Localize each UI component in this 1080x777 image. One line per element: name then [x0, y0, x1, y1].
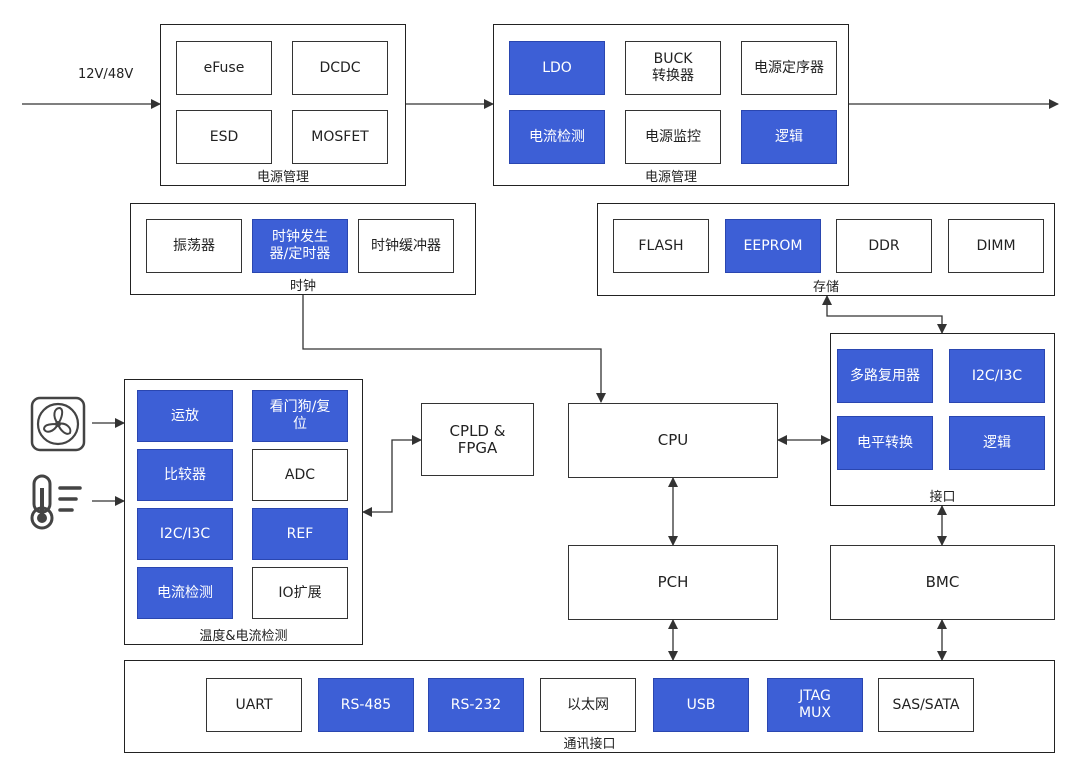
level-shifter-block: 电平转换: [837, 416, 933, 470]
rs485-block: RS-485: [318, 678, 414, 732]
io-expander-block: IO扩展: [252, 567, 348, 619]
group-label: 温度&电流检测: [199, 629, 288, 644]
ethernet-block: 以太网: [540, 678, 636, 732]
clock-to-cpu-arrow: [302, 295, 606, 403]
eeprom-block: EEPROM: [725, 219, 821, 273]
thermometer-icon: [28, 474, 90, 530]
dimm-block: DIMM: [948, 219, 1044, 273]
dcdc-block: DCDC: [292, 41, 388, 95]
group-label: 存储: [812, 280, 839, 295]
oscillator-block: 振荡器: [146, 219, 242, 273]
watchdog-reset-block: 看门狗/复 位: [252, 390, 348, 442]
i2c-i3c-sensor-block: I2C/I3C: [137, 508, 233, 560]
multiplexer-block: 多路复用器: [837, 349, 933, 403]
clock-generator-block: 时钟发生 器/定时器: [252, 219, 348, 273]
esd-block: ESD: [176, 110, 272, 164]
group-label: 电源管理: [256, 170, 309, 185]
clock-buffer-block: 时钟缓冲器: [358, 219, 454, 273]
current-sense-block: 电流检测: [509, 110, 605, 164]
opamp-block: 运放: [137, 390, 233, 442]
cpu-block: CPU: [568, 403, 778, 478]
input-voltage-label: 12V/48V: [78, 67, 134, 82]
adc-block: ADC: [252, 449, 348, 501]
mosfet-block: MOSFET: [292, 110, 388, 164]
usb-block: USB: [653, 678, 749, 732]
jtag-mux-block: JTAG MUX: [767, 678, 863, 732]
power-monitor-block: 电源监控: [625, 110, 721, 164]
current-detect-block: 电流检测: [137, 567, 233, 619]
ref-block: REF: [252, 508, 348, 560]
flash-block: FLASH: [613, 219, 709, 273]
efuse-block: eFuse: [176, 41, 272, 95]
power-sequencer-block: 电源定序器: [741, 41, 837, 95]
storage-interface-link: [822, 295, 947, 334]
ddr-block: DDR: [836, 219, 932, 273]
pch-block: PCH: [568, 545, 778, 620]
group-label: 接口: [929, 490, 956, 505]
interface-logic-block: 逻辑: [949, 416, 1045, 470]
logic-block: 逻辑: [741, 110, 837, 164]
cpld-fpga-block: CPLD & FPGA: [421, 403, 534, 476]
comparator-block: 比较器: [137, 449, 233, 501]
bmc-block: BMC: [830, 545, 1055, 620]
ldo-block: LDO: [509, 41, 605, 95]
group-label: 电源管理: [644, 170, 697, 185]
buck-converter-block: BUCK 转换器: [625, 41, 721, 95]
i2c-i3c-interface-block: I2C/I3C: [949, 349, 1045, 403]
sas-sata-block: SAS/SATA: [878, 678, 974, 732]
uart-block: UART: [206, 678, 302, 732]
group-label: 通讯接口: [563, 737, 616, 752]
temp-cpld-link: [362, 435, 422, 517]
rs232-block: RS-232: [428, 678, 524, 732]
group-label: 时钟: [289, 279, 316, 294]
fan-icon: [30, 396, 86, 452]
